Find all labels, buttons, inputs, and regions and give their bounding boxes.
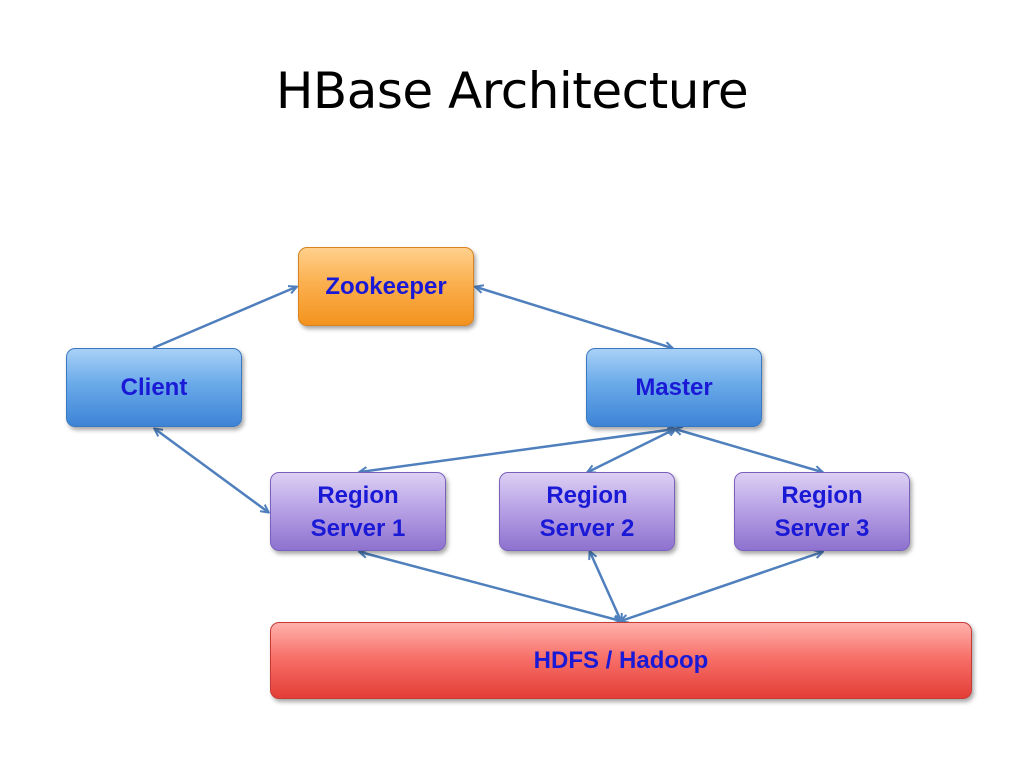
arrow-master-region3: [675, 429, 822, 472]
arrow-client-region1: [155, 429, 268, 512]
region-server-3-node: Region Server 3: [734, 472, 910, 551]
hdfs-hadoop-label: HDFS / Hadoop: [533, 647, 709, 674]
region-server-1-label-line1: Region: [317, 481, 399, 509]
client-node: Client: [66, 348, 242, 427]
arrow-master-region2: [588, 429, 675, 472]
zookeeper-node: Zookeeper: [298, 247, 474, 326]
master-node: Master: [586, 348, 762, 427]
arrow-client-zookeeper: [152, 287, 296, 350]
region-server-2-node: Region Server 2: [499, 472, 675, 551]
arrow-region1-hdfs: [360, 552, 621, 621]
region-server-1-node: Region Server 1: [270, 472, 446, 551]
region-server-3-label-line2: Server 3: [774, 514, 870, 542]
arrow-zookeeper-master: [476, 287, 672, 348]
arrow-master-region1: [360, 429, 675, 472]
client-label: Client: [120, 374, 188, 401]
zookeeper-label: Zookeeper: [325, 273, 447, 300]
slide-title: HBase Architecture: [275, 62, 749, 120]
region-server-2-label-line1: Region: [546, 481, 628, 509]
arrow-region2-hdfs: [590, 552, 621, 621]
hdfs-hadoop-node: HDFS / Hadoop: [270, 622, 972, 699]
master-label: Master: [635, 374, 713, 401]
arrow-region3-hdfs: [621, 552, 822, 621]
region-server-1-label-line2: Server 1: [310, 514, 406, 542]
region-server-3-label-line1: Region: [781, 481, 863, 509]
region-server-2-label-line2: Server 2: [539, 514, 635, 542]
